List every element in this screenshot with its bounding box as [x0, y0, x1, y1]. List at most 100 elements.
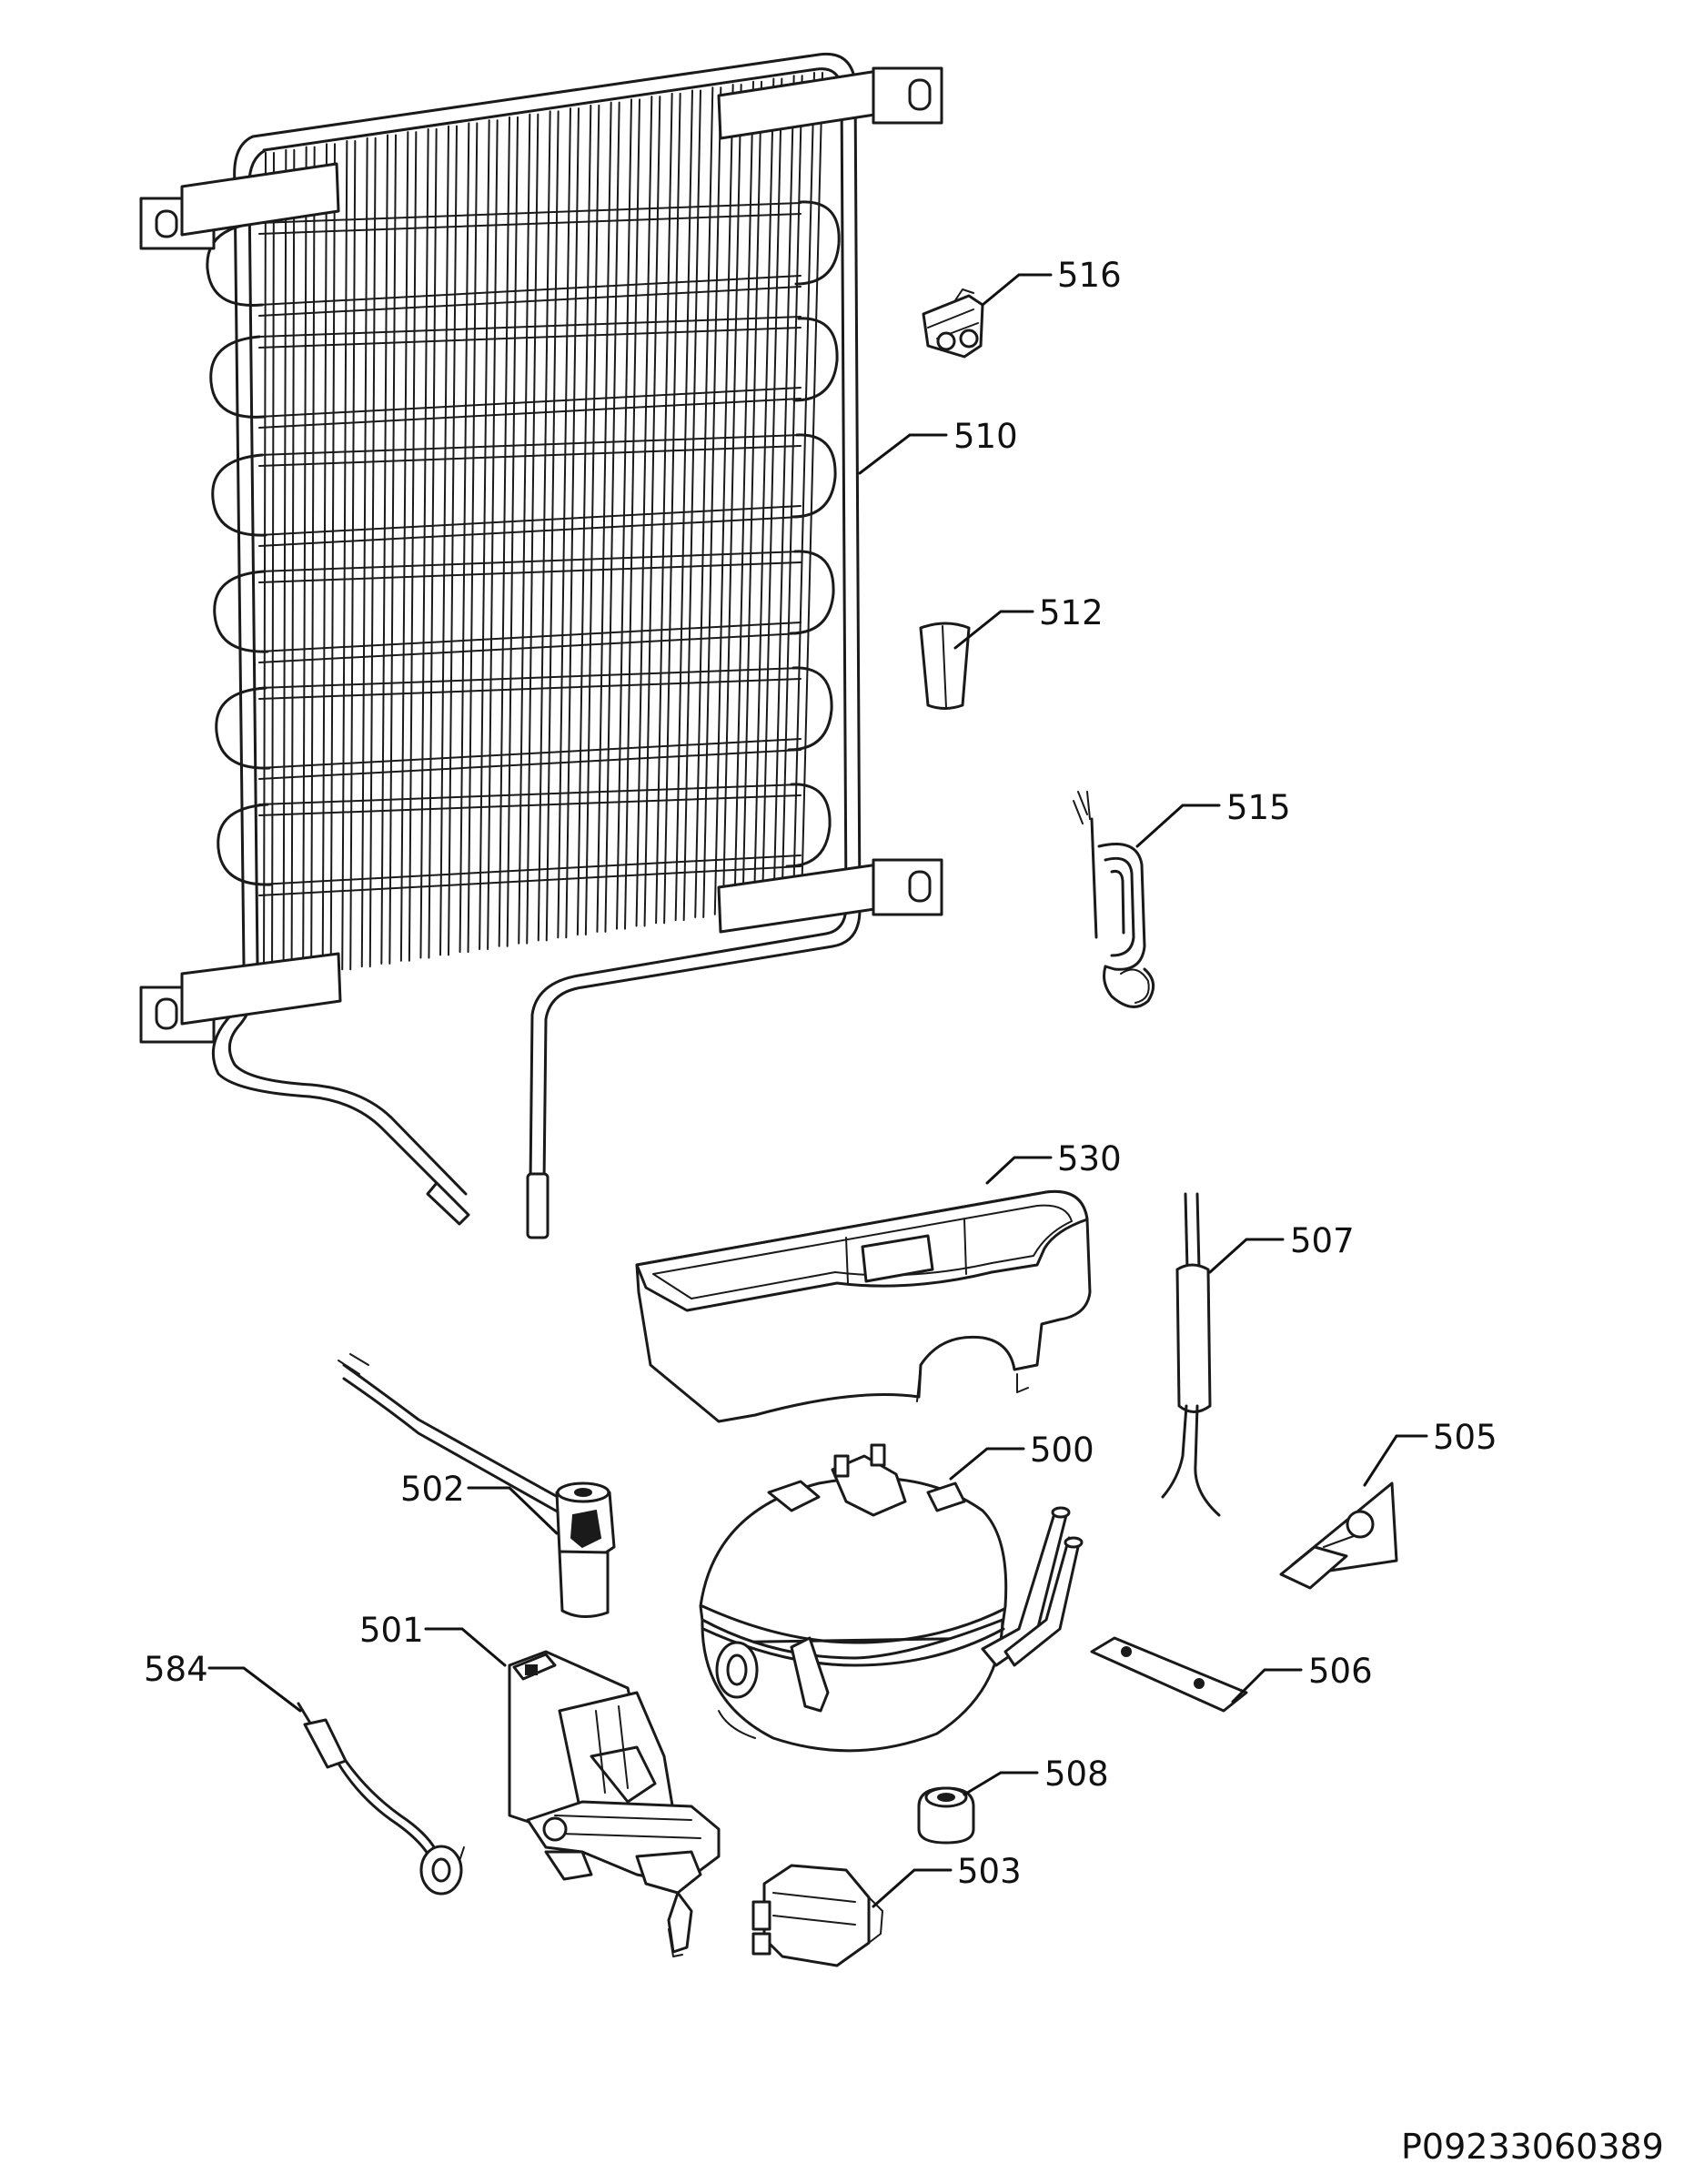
condenser-tube	[258, 445, 802, 467]
condenser-wire	[584, 104, 600, 936]
condenser-tube	[258, 632, 802, 663]
condenser-tube	[258, 202, 802, 224]
condenser-bracket-bottom-right	[717, 858, 943, 934]
condenser-wire	[713, 84, 734, 915]
leader-502	[467, 1486, 559, 1535]
condenser-wire	[801, 72, 823, 904]
condenser-wire	[635, 96, 653, 927]
condenser-wire	[792, 72, 815, 904]
condenser-wire	[271, 152, 275, 982]
condenser-tube	[258, 434, 802, 456]
condenser-wire	[263, 152, 267, 982]
condenser-wire	[399, 131, 409, 962]
label-500: 500	[1030, 1431, 1094, 1470]
compressor-part-500	[699, 1443, 1084, 1753]
condenser-tube	[258, 551, 802, 572]
condenser-wire	[752, 77, 775, 910]
leader-530	[985, 1156, 1053, 1185]
condenser-wire	[439, 125, 449, 956]
condenser-tube	[258, 398, 802, 429]
condenser-wire	[772, 75, 795, 907]
starting-device-part-502	[338, 1353, 616, 1618]
condenser-wire	[448, 125, 458, 956]
condenser-tube	[258, 516, 802, 547]
condenser-wire	[643, 96, 661, 927]
plate-part-506	[1090, 1636, 1248, 1713]
condenser-wire	[467, 122, 479, 954]
leader-510	[858, 433, 948, 475]
grommet-part-508	[917, 1786, 975, 1845]
leader-506	[1231, 1668, 1303, 1704]
leader-584	[207, 1666, 302, 1713]
condenser-inner-tube	[262, 67, 848, 1185]
condenser-tube	[258, 286, 802, 317]
electronic-module-part-501	[508, 1650, 721, 1957]
condenser-wire	[498, 116, 510, 947]
condenser-wire	[616, 98, 632, 930]
condenser-wire	[702, 86, 722, 918]
condenser-wire	[329, 143, 336, 974]
condenser-tube	[258, 505, 802, 536]
condenser-horizontal-tubes	[258, 202, 802, 896]
label-584: 584	[144, 1650, 208, 1689]
condenser-wire	[282, 148, 287, 979]
condenser-wire	[290, 148, 296, 979]
condenser-bracket-top-right	[717, 66, 943, 140]
condenser-tube	[258, 387, 802, 418]
condenser-tube	[258, 213, 802, 235]
condenser-wire	[721, 84, 742, 915]
label-506: 506	[1308, 1652, 1373, 1691]
dryer-filter-part-507	[1161, 1192, 1221, 1517]
leader-501	[424, 1627, 507, 1667]
condenser-tube	[258, 327, 802, 349]
condenser-outer-tube	[251, 52, 862, 1185]
leader-508	[963, 1771, 1039, 1796]
label-502: 502	[400, 1470, 465, 1509]
condenser-wire	[321, 143, 328, 974]
label-516: 516	[1057, 256, 1122, 295]
condenser-wire	[388, 134, 397, 965]
leader-500	[949, 1447, 1025, 1481]
condenser-tube	[258, 854, 802, 885]
condenser-wire	[537, 110, 551, 942]
condenser-wire	[682, 89, 701, 922]
leader-516	[981, 273, 1053, 307]
condenser-tube	[258, 865, 802, 896]
leader-505	[1363, 1434, 1428, 1487]
pipe-clip-part-516	[922, 288, 984, 359]
label-512: 512	[1039, 593, 1104, 632]
condenser-wire	[380, 134, 388, 965]
condenser-wire	[694, 86, 714, 918]
condenser-bracket-top-left	[139, 162, 340, 250]
label-501: 501	[359, 1611, 424, 1650]
condenser-wire	[368, 136, 377, 968]
condenser-wire	[741, 80, 762, 913]
bracket-part-505	[1279, 1481, 1398, 1590]
condenser-wire	[655, 92, 673, 925]
condenser-wire	[349, 139, 357, 971]
sleeve-part-512	[919, 622, 971, 710]
condenser-wire	[733, 80, 754, 913]
part-labels: 516 510 512 515 530 507 505 500 502 506 …	[144, 256, 1497, 1891]
label-507: 507	[1290, 1221, 1355, 1260]
label-503: 503	[957, 1852, 1022, 1891]
condenser-wire	[428, 127, 438, 959]
condenser-wire	[487, 119, 499, 950]
leader-512	[953, 610, 1034, 650]
condenser-vertical-wires	[263, 72, 823, 982]
condenser-tube	[258, 622, 802, 652]
condenser-wire	[360, 136, 368, 968]
condenser-tube	[258, 667, 802, 689]
condenser-wire	[663, 92, 681, 925]
condenser-tube	[258, 794, 802, 816]
drip-tray-part-530	[635, 1189, 1092, 1423]
condenser-wire	[419, 127, 429, 959]
condenser-tube	[258, 678, 802, 700]
condenser-wire	[341, 139, 348, 971]
condenser-wire	[761, 77, 783, 910]
document-id: P09233060389	[1401, 2127, 1664, 2167]
condenser-wire	[408, 131, 418, 962]
condenser-bracket-bottom-left	[139, 952, 342, 1044]
label-510: 510	[953, 417, 1018, 456]
